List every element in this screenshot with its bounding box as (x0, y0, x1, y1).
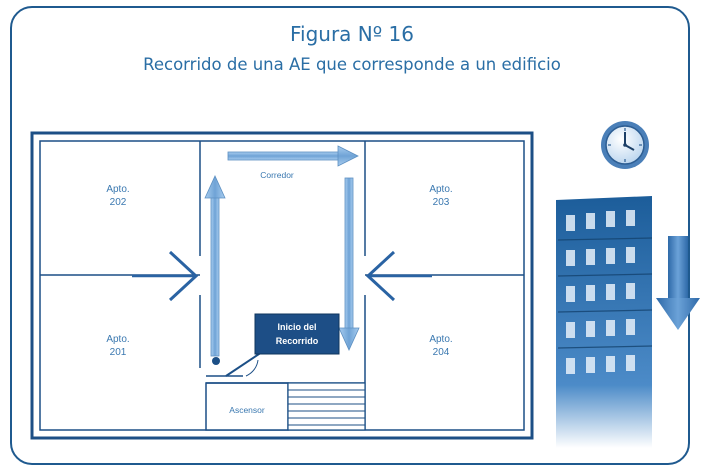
down-arrow-icon (656, 236, 700, 330)
elevator-label: Ascensor (229, 405, 265, 415)
clock-icon (601, 121, 649, 169)
figure-subtitle: Recorrido de una AE que corresponde a un… (143, 55, 561, 74)
stairs (287, 382, 366, 431)
stair-steps (288, 389, 365, 426)
plan-inner-wall (39, 140, 525, 431)
floor-plan (30, 131, 534, 440)
apt-201-label-line2: 201 (110, 347, 127, 358)
apt-202-label-line1: Apto. (106, 184, 129, 195)
start-point-marker (212, 357, 220, 365)
route-down-arrow-head (338, 327, 360, 351)
figure-title: Figura Nº 16 (289, 22, 414, 46)
door-leaf (225, 351, 263, 377)
apt-201-label-line1: Apto. (106, 334, 129, 345)
route (132, 145, 432, 357)
apt-204-label-line2: 204 (433, 347, 450, 358)
door-arc (245, 359, 259, 377)
start-box (254, 313, 340, 355)
route-down-arrow-shaft (344, 177, 354, 331)
start-label-line1: Inicio del (277, 322, 316, 332)
apt-203-label-line1: Apto. (429, 184, 452, 195)
start-label-line2: Recorrido (276, 336, 319, 346)
corridor-label: Corredor (260, 170, 294, 180)
route-right-arrow-head (337, 145, 359, 167)
plan-outer-wall (30, 131, 534, 440)
route-up-arrow-shaft (210, 195, 220, 357)
apt-203-label-line2: 203 (433, 197, 450, 208)
apt-202-label-line2: 202 (110, 197, 127, 208)
start-callout: Inicio del Recorrido (254, 313, 340, 355)
building-photo (556, 196, 653, 448)
route-up-arrow-head (204, 175, 226, 199)
apt-204-label-line1: Apto. (429, 334, 452, 345)
route-right-arrow-shaft (227, 151, 341, 161)
